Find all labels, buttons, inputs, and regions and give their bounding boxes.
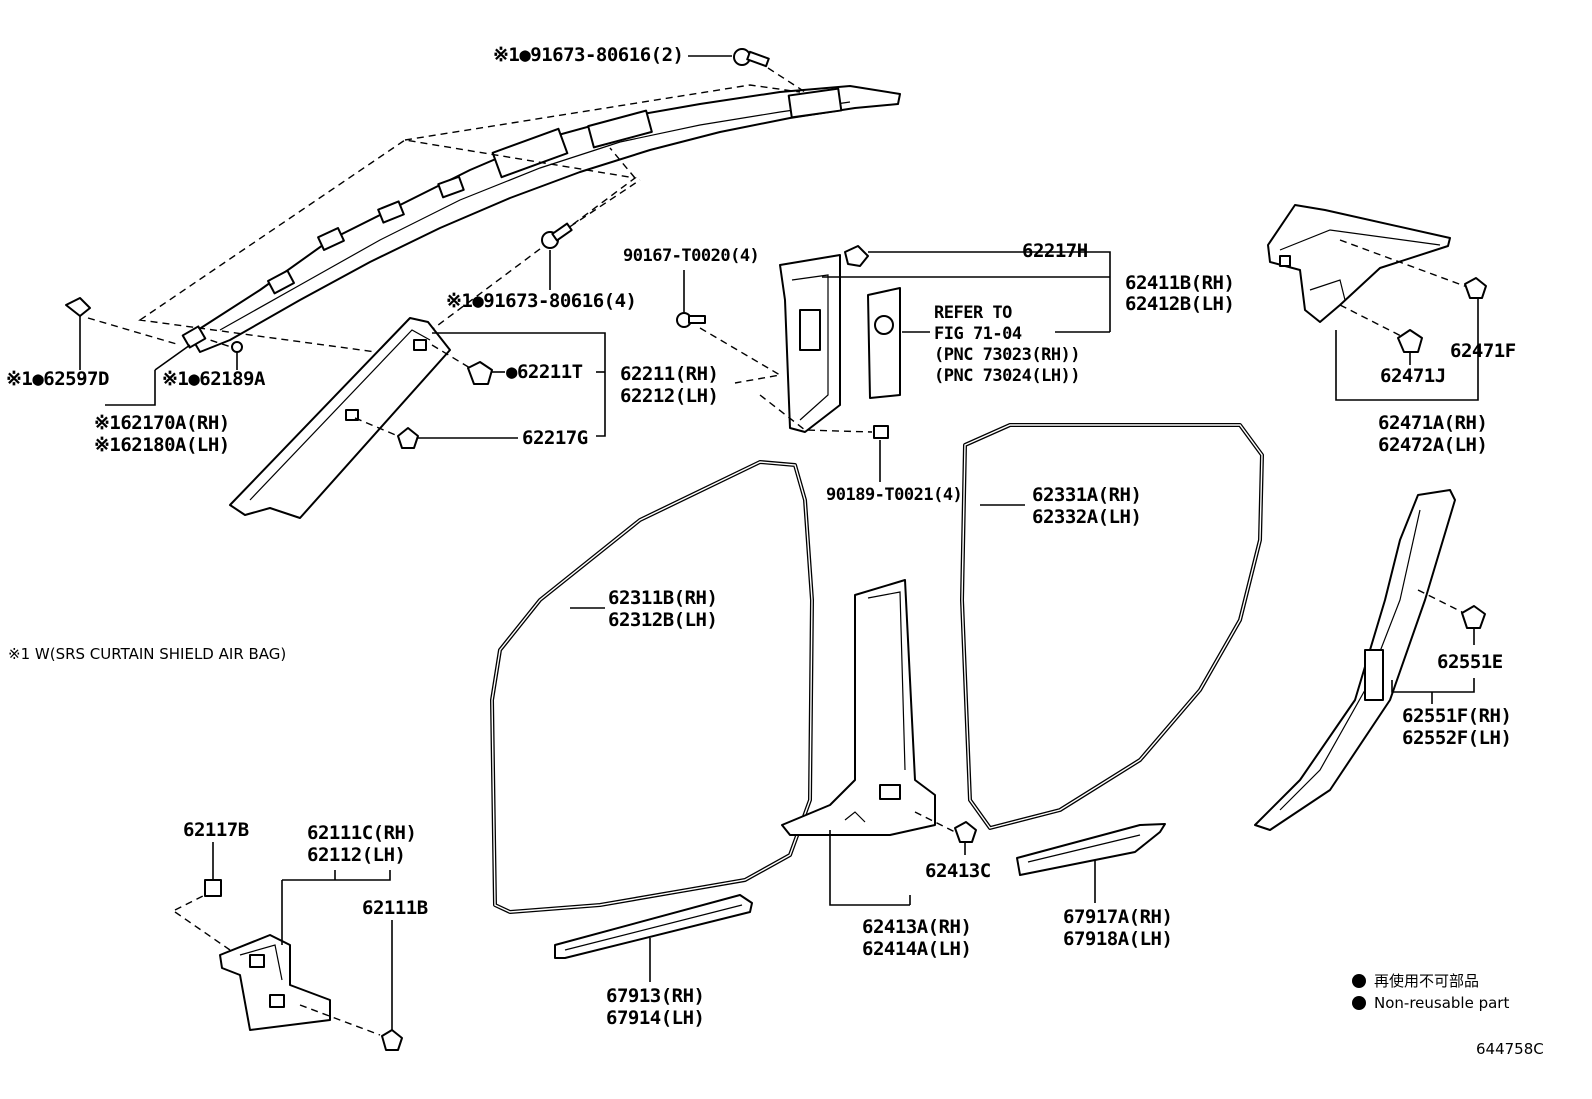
non-reusable-dot-icon <box>1352 973 1366 988</box>
non-reusable-dot-icon <box>1352 996 1366 1010</box>
label-quarter-lh: 62472A(LH) <box>1378 434 1488 456</box>
curtain-airbag <box>181 85 901 353</box>
nut-icon <box>873 425 889 439</box>
label-front-scuff-lh: 67914(LH) <box>606 1007 705 1029</box>
label-bolt-mid: ※1●91673-80616(4) <box>446 290 637 312</box>
cowl-side-trim <box>219 934 331 1031</box>
legend-row-en: Non-reusable part <box>1352 994 1509 1012</box>
bolt-icon <box>733 48 770 68</box>
label-b-lower-lh: 62414A(LH) <box>862 938 972 960</box>
label-clip-62189a: ※1●62189A <box>162 368 265 390</box>
label-b-lower-rh: 62413A(RH) <box>862 916 972 938</box>
c-pillar-garnish <box>1254 489 1456 831</box>
clip-icon <box>231 341 243 353</box>
rear-door-weatherstrip <box>960 423 1264 830</box>
rear-door-scuff-plate <box>1016 823 1166 876</box>
clip-icon <box>1464 277 1487 299</box>
label-b-pillar-lh: 62412B(LH) <box>1125 293 1235 315</box>
clip-icon <box>1461 605 1486 629</box>
label-clip-62551e: 62551E <box>1437 651 1503 673</box>
b-pillar-upper-garnish <box>779 254 841 433</box>
b-pillar-lower-garnish <box>781 579 936 836</box>
label-cowl-lh: 62112(LH) <box>307 844 406 866</box>
bolt-icon <box>541 222 573 249</box>
label-a-pillar-rh: 62211(RH) <box>620 363 719 385</box>
label-nut-90189: 90189-T0021(4) <box>826 485 963 505</box>
label-clip-62111b: 62111B <box>362 897 428 919</box>
legend-jp: 再使用不可部品 <box>1374 972 1480 990</box>
label-b-pillar-rh: 62411B(RH) <box>1125 272 1235 294</box>
label-clip-62413c: 62413C <box>925 860 991 882</box>
clip-icon <box>397 427 419 449</box>
label-refer-line-3: (PNC 73023(RH)) <box>934 345 1081 365</box>
label-airbag-rh: ※162170A(RH) <box>94 412 230 434</box>
label-nut-62117b: 62117B <box>183 819 249 841</box>
clip-icon <box>844 245 869 267</box>
legend-row-jp: 再使用不可部品 <box>1352 970 1479 991</box>
label-front-scuff-rh: 67913(RH) <box>606 985 705 1007</box>
clip-icon <box>65 297 91 317</box>
nut-icon <box>204 879 222 897</box>
label-clip-62211t: ●62211T <box>506 361 583 383</box>
label-bolt-top: ※1●91673-80616(2) <box>493 44 684 66</box>
label-a-pillar-lh: 62212(LH) <box>620 385 719 407</box>
clip-icon <box>381 1029 403 1051</box>
label-c-pillar-lh: 62552F(LH) <box>1402 727 1512 749</box>
clip-icon <box>954 821 977 843</box>
front-door-weatherstrip <box>490 460 814 914</box>
quarter-trim-panel <box>1267 204 1451 323</box>
label-clip-62471f: 62471F <box>1450 340 1516 362</box>
label-clip-62217h: 62217H <box>1022 240 1088 262</box>
label-rear-scuff-rh: 67917A(RH) <box>1063 906 1173 928</box>
label-screw-90167: 90167-T0020(4) <box>623 246 760 266</box>
label-airbag-lh: ※162180A(LH) <box>94 434 230 456</box>
label-cowl-rh: 62111C(RH) <box>307 822 417 844</box>
label-clip-62217g: 62217G <box>522 427 588 449</box>
label-front-weatherstrip-rh: 62311B(RH) <box>608 587 718 609</box>
label-clip-62471j: 62471J <box>1380 365 1446 387</box>
label-rear-weatherstrip-rh: 62331A(RH) <box>1032 484 1142 506</box>
footnote: ※1 W(SRS CURTAIN SHIELD AIR BAG) <box>8 645 287 663</box>
label-clip-62597d: ※1●62597D <box>6 368 109 390</box>
label-quarter-rh: 62471A(RH) <box>1378 412 1488 434</box>
label-front-weatherstrip-lh: 62312B(LH) <box>608 609 718 631</box>
label-refer-line-4: (PNC 73024(LH)) <box>934 366 1081 386</box>
label-rear-scuff-lh: 67918A(LH) <box>1063 928 1173 950</box>
clip-icon <box>1397 329 1423 353</box>
front-door-scuff-plate <box>554 894 753 959</box>
figure-code: 644758C <box>1476 1040 1544 1058</box>
label-refer-line-1: REFER TO <box>934 303 1012 323</box>
screw-icon <box>676 312 706 328</box>
label-rear-weatherstrip-lh: 62332A(LH) <box>1032 506 1142 528</box>
clip-icon <box>467 361 493 385</box>
label-c-pillar-rh: 62551F(RH) <box>1402 705 1512 727</box>
a-pillar-garnish <box>229 317 451 519</box>
label-refer-line-2: FIG 71-04 <box>934 324 1022 344</box>
seat-belt-anchor-icon <box>867 287 901 399</box>
legend-en: Non-reusable part <box>1374 994 1510 1012</box>
